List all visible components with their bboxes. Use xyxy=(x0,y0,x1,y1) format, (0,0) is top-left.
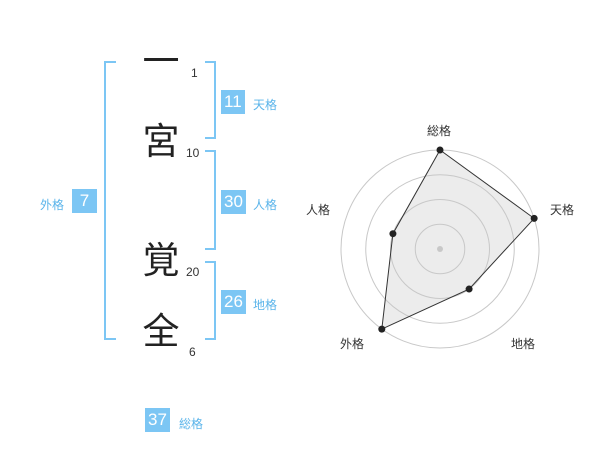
name-char-2: 宮 xyxy=(142,120,180,163)
name-char-1: 一 xyxy=(142,40,180,83)
gaikaku-bracket xyxy=(104,61,116,340)
jinkaku-value: 30 xyxy=(221,190,246,214)
soukaku-value: 37 xyxy=(145,408,170,432)
radar-label-tenkaku: 天格 xyxy=(550,203,575,217)
name-char-4: 全 xyxy=(142,310,180,353)
radar-data-area xyxy=(381,149,535,330)
gaikaku-value: 7 xyxy=(72,189,97,213)
soukaku-label: 総格 xyxy=(179,417,204,431)
jinkaku-bracket xyxy=(205,150,216,250)
radar-point-3 xyxy=(378,325,386,333)
jinkaku-label: 人格 xyxy=(253,198,278,212)
chikaku-value: 26 xyxy=(221,290,246,314)
tenkaku-bracket xyxy=(205,61,216,139)
tenkaku-value: 11 xyxy=(221,90,245,114)
radar-point-0 xyxy=(436,146,444,154)
tenkaku-label: 天格 xyxy=(253,98,278,112)
chikaku-bracket xyxy=(205,261,216,340)
radar-label-gaikaku: 外格 xyxy=(340,337,365,351)
radar-label-chikaku: 地格 xyxy=(511,337,536,351)
radar-grid-ring xyxy=(390,199,490,299)
radar-point-2 xyxy=(465,285,473,293)
radar-point-1 xyxy=(530,214,538,222)
name-char-3: 覚 xyxy=(142,239,180,282)
chikaku-label: 地格 xyxy=(253,298,278,312)
gaikaku-label: 外格 xyxy=(40,198,65,212)
radar-grid-ring xyxy=(414,223,466,275)
radar-grid-ring xyxy=(365,174,515,324)
stroke-count-2: 10 xyxy=(186,146,200,160)
radar-point-4 xyxy=(389,230,397,238)
radar-label-soukaku: 総格 xyxy=(427,124,452,138)
radar-center-dot xyxy=(437,246,443,252)
radar-label-jinkaku: 人格 xyxy=(306,203,331,217)
stroke-count-3: 20 xyxy=(186,265,200,279)
stroke-count-4: 6 xyxy=(189,345,196,359)
stroke-count-1: 1 xyxy=(191,66,198,80)
